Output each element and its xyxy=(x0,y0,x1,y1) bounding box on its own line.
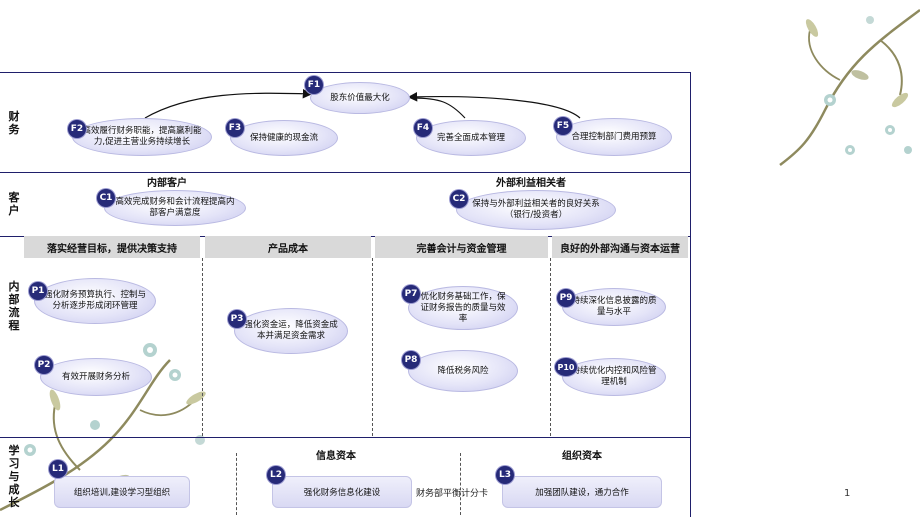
dash-divider-4 xyxy=(236,453,237,515)
node-f5-text: 合理控制部门费用预算 xyxy=(571,131,657,142)
tag-p7: P7 xyxy=(402,285,420,303)
node-p2-text: 有效开展财务分析 xyxy=(61,371,130,382)
right-border xyxy=(690,72,691,517)
band-external-communication: 良好的外部沟通与资本运营 xyxy=(552,236,688,258)
node-p1-text: 强化财务预算执行、控制与分析逐步形成闭环管理 xyxy=(43,290,146,311)
tag-p1: P1 xyxy=(29,282,47,300)
page-number: 1 xyxy=(844,488,851,499)
tag-f1: F1 xyxy=(305,76,323,94)
tag-f2: F2 xyxy=(68,120,86,138)
tag-f3: F3 xyxy=(226,119,244,137)
dash-divider-3 xyxy=(550,258,551,436)
tag-c2: C2 xyxy=(450,190,468,208)
row-label-internal: 内部 流程 xyxy=(8,280,20,332)
finance-arrows xyxy=(144,88,581,119)
band-business-goals: 落实经营目标，提供决策支持 xyxy=(24,236,200,258)
node-l2: 强化财务信息化建设 xyxy=(272,476,412,508)
node-p8-text: 降低税务风险 xyxy=(437,365,489,376)
tag-p2: P2 xyxy=(35,356,53,374)
dash-divider-5 xyxy=(460,453,461,515)
node-c1-text: 高效完成财务和会计流程提高内部客户满意度 xyxy=(115,197,235,218)
node-f3: 保持健康的现金流 xyxy=(230,120,338,156)
node-p10-text: 持续优化内控和风险管理机制 xyxy=(571,366,657,387)
node-f4-text: 完善全面成本管理 xyxy=(436,132,505,143)
node-p7-text: 优化财务基础工作，保证财务报告的质量与效率 xyxy=(420,291,506,324)
node-f3-text: 保持健康的现金流 xyxy=(249,132,318,143)
tag-l2: L2 xyxy=(267,466,285,484)
node-p2: 有效开展财务分析 xyxy=(40,358,152,396)
decorative-vine-top xyxy=(779,8,920,166)
band-product-cost: 产品成本 xyxy=(205,236,371,258)
section-info-capital: 信息资本 xyxy=(316,451,356,462)
divider-internal-learning xyxy=(0,437,690,438)
node-c1: 高效完成财务和会计流程提高内部客户满意度 xyxy=(104,190,246,226)
footer-title: 财务部平衡计分卡 xyxy=(416,489,489,499)
tag-p3: P3 xyxy=(228,310,246,328)
node-l3-text: 加强团队建设，通力合作 xyxy=(535,488,629,498)
section-org-capital: 组织资本 xyxy=(562,451,602,462)
diagram-frame xyxy=(0,72,690,518)
node-f1-text: 股东价值最大化 xyxy=(330,92,390,103)
dash-divider-2 xyxy=(372,258,373,436)
node-p9: 持续深化信息披露的质量与水平 xyxy=(562,288,666,326)
node-c2: 保持与外部利益相关者的良好关系（银行/投资者） xyxy=(456,190,616,230)
node-f2: 高效履行财务职能，提高赢利能力,促进主营业务持续增长 xyxy=(72,118,212,156)
divider-finance-customer xyxy=(0,172,690,173)
node-f1: 股东价值最大化 xyxy=(310,82,410,114)
node-l1: 组织培训,建设学习型组织 xyxy=(54,476,190,508)
node-c2-text: 保持与外部利益相关者的良好关系（银行/投资者） xyxy=(472,199,600,220)
tag-f5: F5 xyxy=(554,117,572,135)
row-label-learning: 学习 与成 长 xyxy=(8,444,20,509)
row-label-finance: 财务 xyxy=(8,110,20,136)
node-p9-text: 持续深化信息披露的质量与水平 xyxy=(571,296,657,317)
node-l2-text: 强化财务信息化建设 xyxy=(303,488,381,498)
node-p8: 降低税务风险 xyxy=(408,350,518,392)
node-p7: 优化财务基础工作，保证财务报告的质量与效率 xyxy=(408,286,518,330)
node-l3: 加强团队建设，通力合作 xyxy=(502,476,662,508)
tag-p9: P9 xyxy=(557,289,575,307)
band-accounting-funds: 完善会计与资金管理 xyxy=(375,236,548,258)
node-p3-text: 强化资金运，降低资金成本并满足资金需求 xyxy=(244,320,338,341)
tag-c1: C1 xyxy=(97,189,115,207)
tag-l1: L1 xyxy=(49,460,67,478)
node-f5: 合理控制部门费用预算 xyxy=(556,118,672,156)
section-external-stakeholder: 外部利益相关者 xyxy=(496,178,566,189)
tag-p10: P10 xyxy=(555,358,577,376)
node-l1-text: 组织培训,建设学习型组织 xyxy=(73,488,171,498)
node-p1: 强化财务预算执行、控制与分析逐步形成闭环管理 xyxy=(34,278,156,324)
node-p10: 持续优化内控和风险管理机制 xyxy=(562,358,666,396)
node-f4: 完善全面成本管理 xyxy=(416,120,526,156)
node-f2-text: 高效履行财务职能，提高赢利能力,促进主营业务持续增长 xyxy=(82,126,202,147)
row-label-customer: 客户 xyxy=(8,191,20,217)
tag-l3: L3 xyxy=(496,466,514,484)
dash-divider-1 xyxy=(202,258,203,436)
tag-p8: P8 xyxy=(402,351,420,369)
node-p3: 强化资金运，降低资金成本并满足资金需求 xyxy=(234,308,348,354)
tag-f4: F4 xyxy=(414,119,432,137)
section-internal-customer: 内部客户 xyxy=(147,178,187,189)
